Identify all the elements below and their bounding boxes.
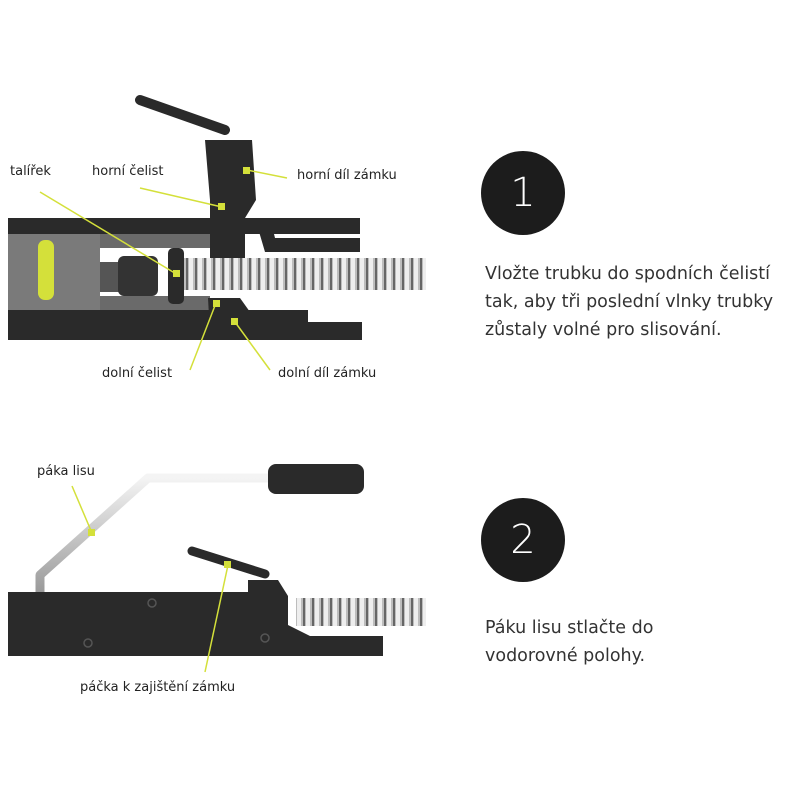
step1-line: Vložte trubku do spodních čelistí xyxy=(485,264,771,284)
crimping-tool-top-view xyxy=(8,95,426,371)
step1-instructions: Vložte trubku do spodních čelistí tak, a… xyxy=(485,260,773,344)
step2-instructions: Páku lisu stlačte do vodorovné polohy. xyxy=(485,614,653,670)
label-upper-jaw: horní čelist xyxy=(92,164,164,179)
step1-line: zůstaly volné pro slisování. xyxy=(485,320,722,340)
step-number-1: 1 xyxy=(481,151,565,235)
step1-line: tak, aby tři poslední vlnky trubky xyxy=(485,292,774,312)
label-lower-jaw: dolní čelist xyxy=(102,366,173,381)
label-lock-lever: páčka k zajištění zámku xyxy=(80,680,236,695)
lower-jaw-block xyxy=(208,298,250,335)
step2-line: vodorovné polohy. xyxy=(485,646,646,666)
press-lever xyxy=(35,473,272,592)
corrugated-pipe xyxy=(184,258,426,290)
press-lever-grip xyxy=(268,464,364,494)
label-plate: talířek xyxy=(10,164,51,179)
step2-line: Páku lisu stlačte do xyxy=(485,618,654,638)
label-press-lever: páka lisu xyxy=(37,464,95,479)
step-number-2: 2 xyxy=(481,498,565,582)
upper-jaw-block xyxy=(205,140,256,258)
label-upper-lock: horní díl zámku xyxy=(297,168,397,183)
lock-handle xyxy=(135,95,230,135)
label-lower-lock: dolní díl zámku xyxy=(278,366,377,381)
flexira-logo-badge xyxy=(38,240,54,300)
crimping-tool-side-view xyxy=(8,464,426,673)
